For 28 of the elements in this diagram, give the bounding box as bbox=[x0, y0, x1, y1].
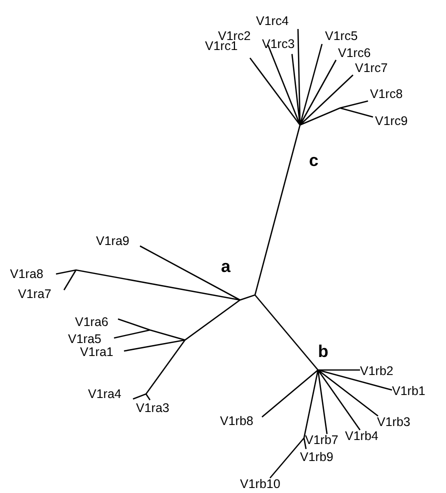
species-label: V1ra3 bbox=[136, 402, 170, 415]
species-label: V1rb10 bbox=[240, 478, 280, 491]
species-label: V1ra9 bbox=[96, 235, 130, 248]
species-label: V1rb2 bbox=[360, 365, 394, 378]
species-label: V1ra4 bbox=[88, 388, 122, 401]
species-label: V1rb8 bbox=[220, 415, 254, 428]
species-label: V1ra8 bbox=[10, 268, 44, 281]
species-label: V1ra7 bbox=[18, 288, 52, 301]
species-label: V1ra6 bbox=[75, 316, 108, 329]
clade-label: b bbox=[318, 343, 328, 360]
species-label: V1rc3 bbox=[262, 38, 295, 51]
species-label: V1rc9 bbox=[375, 115, 408, 128]
species-label: V1rc5 bbox=[325, 30, 358, 43]
species-label: V1ra1 bbox=[80, 346, 114, 359]
clade-label: a bbox=[221, 258, 230, 275]
species-label: V1rc2 bbox=[218, 30, 251, 43]
species-label: V1rc8 bbox=[370, 88, 403, 101]
species-label: V1rb9 bbox=[300, 451, 334, 464]
clade-label: c bbox=[309, 152, 318, 169]
species-label: V1rb7 bbox=[305, 434, 338, 447]
species-label: V1ra5 bbox=[68, 333, 102, 346]
species-label: V1rc1 bbox=[205, 40, 238, 53]
species-label: V1rc7 bbox=[355, 62, 388, 75]
species-label: V1rb3 bbox=[377, 416, 410, 429]
species-label: V1rb1 bbox=[392, 385, 426, 398]
species-label: V1rb4 bbox=[345, 430, 378, 443]
species-label: V1rc4 bbox=[256, 15, 289, 28]
species-label: V1rc6 bbox=[338, 47, 371, 60]
